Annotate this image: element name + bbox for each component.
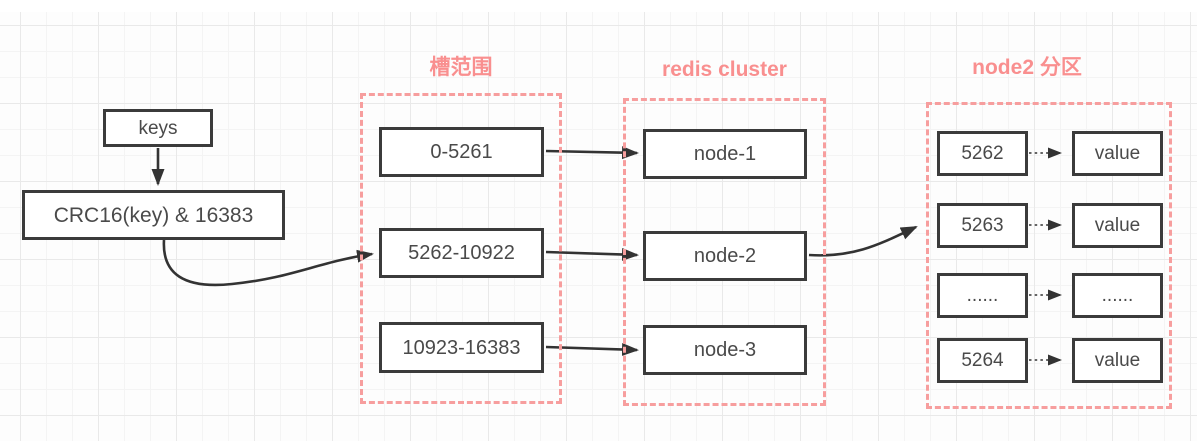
partition-key-1: 5262 xyxy=(937,131,1028,176)
partition-value-4-label: value xyxy=(1094,350,1141,371)
partition-value-1: value xyxy=(1072,131,1163,176)
group-slot-range-title: 槽范围 xyxy=(429,56,493,79)
node-crc16-label: CRC16(key) & 16383 xyxy=(53,203,254,227)
group-node2-partition xyxy=(926,102,1172,409)
partition-value-3-label: ...... xyxy=(1101,285,1134,306)
slot-range-3: 10923-16383 xyxy=(379,322,544,373)
cluster-node-2: node-2 xyxy=(643,231,807,281)
partition-value-2: value xyxy=(1072,203,1163,248)
partition-key-4-label: 5264 xyxy=(961,350,1004,371)
cluster-node-2-label: node-2 xyxy=(693,245,757,267)
cluster-node-1-label: node-1 xyxy=(693,143,757,165)
group-slot-range xyxy=(360,93,562,404)
partition-key-3-label: ...... xyxy=(966,285,999,306)
node-keys-label: keys xyxy=(138,117,178,139)
group-redis-cluster xyxy=(623,98,826,406)
group-node2-partition-title: node2 分区 xyxy=(972,56,1082,79)
slot-range-2: 5262-10922 xyxy=(379,228,544,278)
cluster-node-3: node-3 xyxy=(643,325,807,375)
partition-key-2: 5263 xyxy=(937,203,1028,248)
partition-key-3: ...... xyxy=(937,273,1028,318)
cluster-node-1: node-1 xyxy=(643,129,807,179)
partition-key-1-label: 5262 xyxy=(961,143,1004,164)
partition-value-4: value xyxy=(1072,338,1163,383)
slot-range-1: 0-5261 xyxy=(379,127,544,177)
partition-key-2-label: 5263 xyxy=(961,215,1004,236)
partition-value-2-label: value xyxy=(1094,215,1141,236)
partition-value-1-label: value xyxy=(1094,143,1141,164)
node-crc16: CRC16(key) & 16383 xyxy=(22,190,285,240)
partition-key-4: 5264 xyxy=(937,338,1028,383)
group-redis-cluster-title: redis cluster xyxy=(662,58,787,81)
node-keys: keys xyxy=(103,109,213,147)
cluster-node-3-label: node-3 xyxy=(693,339,757,361)
slot-range-1-label: 0-5261 xyxy=(430,141,493,163)
slot-range-2-label: 5262-10922 xyxy=(408,242,515,264)
partition-value-3: ...... xyxy=(1072,273,1163,318)
slot-range-3-label: 10923-16383 xyxy=(402,336,521,359)
